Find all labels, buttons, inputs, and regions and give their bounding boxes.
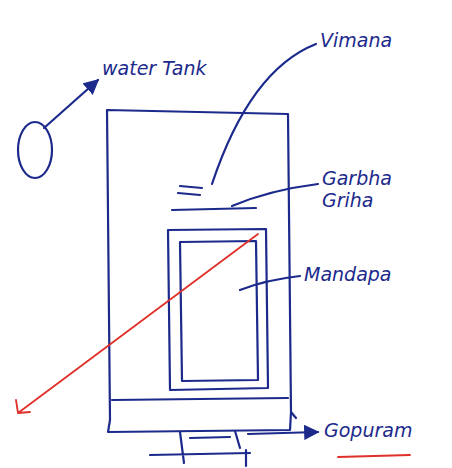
part-label: Mandapa bbox=[304, 264, 424, 286]
water-tank bbox=[18, 122, 52, 178]
leader-line bbox=[44, 80, 98, 128]
outer-wall bbox=[107, 110, 296, 432]
part-label: Gopuram bbox=[324, 420, 444, 442]
garbha-griha-wall bbox=[172, 208, 256, 210]
leader-line bbox=[212, 44, 316, 184]
leader-line bbox=[232, 184, 318, 206]
mark bbox=[245, 450, 247, 466]
red-stroke bbox=[16, 234, 258, 413]
part-label: Garbha Griha bbox=[322, 168, 422, 212]
part-label: Vimana bbox=[320, 30, 430, 52]
red-underline bbox=[338, 455, 410, 457]
leader-line bbox=[248, 432, 318, 434]
part-label: water Tank bbox=[102, 58, 232, 80]
inner-line bbox=[112, 398, 288, 400]
mandapa-hall bbox=[168, 229, 268, 390]
vimana-mark bbox=[178, 186, 202, 195]
leader-line bbox=[240, 276, 300, 290]
gopuram-gate bbox=[150, 431, 250, 463]
